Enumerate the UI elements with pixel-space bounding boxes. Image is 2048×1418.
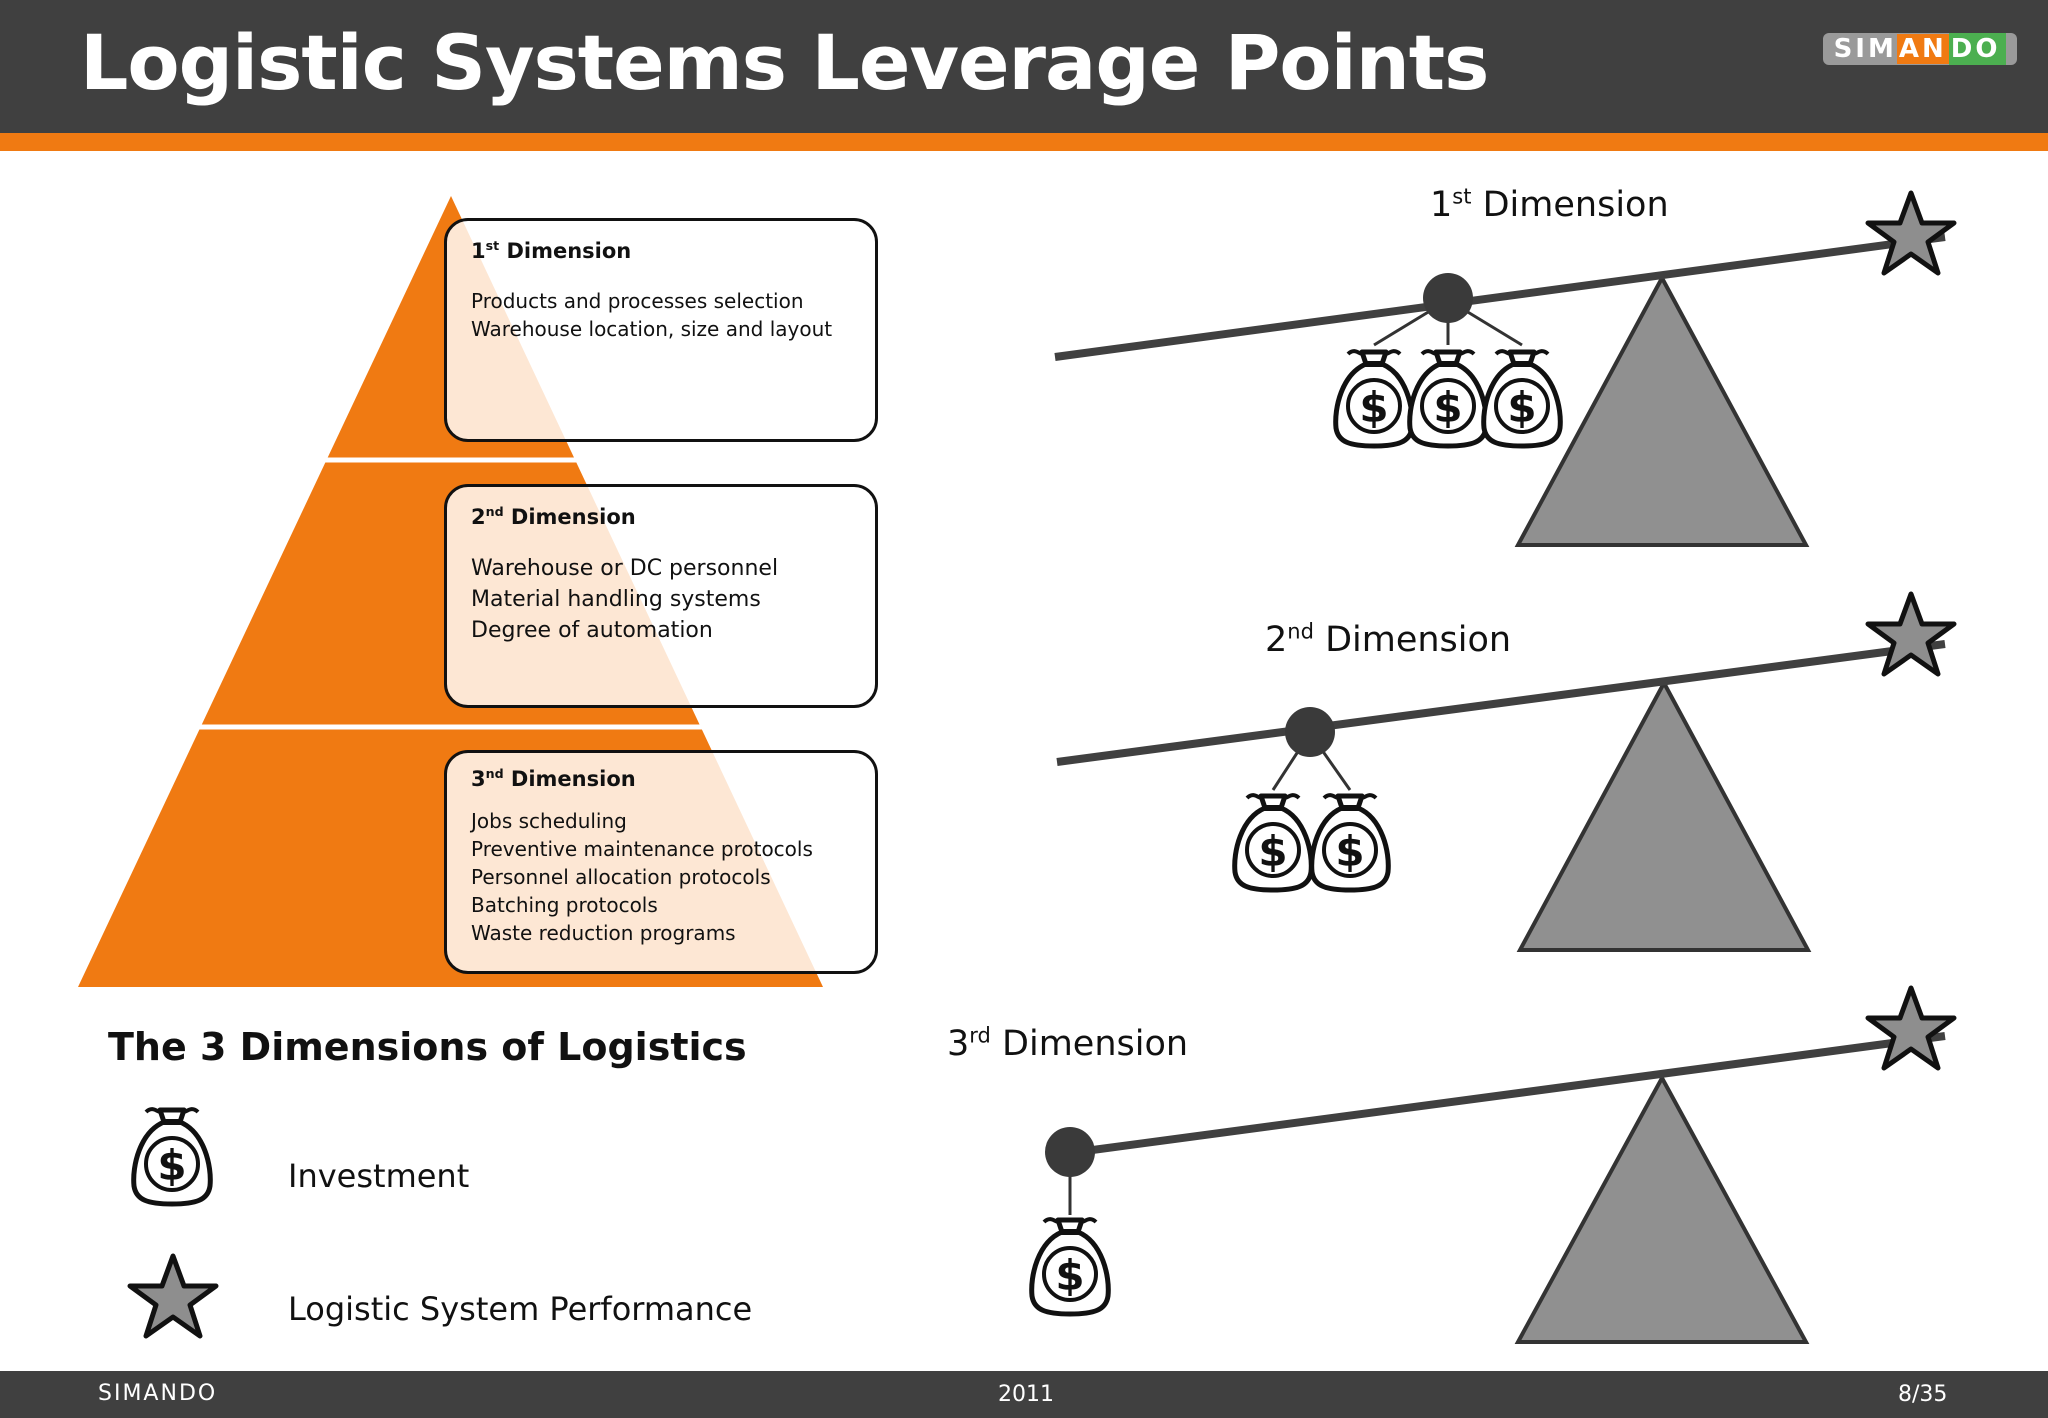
header-bar	[0, 0, 2048, 133]
dimension-item: Preventive maintenance protocols	[471, 837, 813, 861]
money-bag-icon	[1410, 351, 1487, 446]
weight-pivot-1	[1423, 273, 1473, 323]
lever-2	[1056, 594, 1954, 952]
footer-bar: SIMANDO 2011 8/35	[0, 1371, 2048, 1418]
fulcrum-2	[1516, 678, 1812, 952]
money-bag-icon	[1032, 1219, 1109, 1314]
weight-pivot-3	[1045, 1127, 1095, 1177]
legend-star-icon	[130, 1256, 216, 1336]
lever-label-2: 2nd Dimension	[1265, 619, 1512, 660]
dimension-item: Waste reduction programs	[471, 921, 736, 945]
dimension-box-2: 2nd Dimension Warehouse or DC personnel …	[444, 484, 878, 708]
legend-label-investment: Investment	[288, 1157, 470, 1195]
logo-part-1: SIM	[1833, 34, 1897, 64]
star-icon	[1868, 594, 1954, 674]
money-bag-icon	[1336, 351, 1413, 446]
dimension-item: Material handling systems	[471, 587, 761, 612]
page-number: 8/35	[1898, 1382, 1948, 1407]
money-bag-icon	[1484, 351, 1561, 446]
dimension-item: Warehouse or DC personnel	[471, 556, 779, 581]
fulcrum-1	[1514, 273, 1810, 547]
star-icon	[1868, 193, 1954, 273]
dimension-item: Jobs scheduling	[471, 809, 627, 833]
logo-part-2: AN	[1896, 34, 1949, 64]
beam-3	[1069, 1032, 1946, 1157]
lever-3	[1032, 988, 1954, 1344]
star-icon	[1868, 988, 1954, 1068]
header-accent-stripe	[0, 133, 2048, 151]
legend-money-bag-icon	[134, 1109, 211, 1204]
beam-1	[1054, 233, 1946, 361]
dimension-item: Products and processes selection	[471, 289, 804, 313]
money-bag-icon	[1312, 795, 1389, 890]
dimension-item: Warehouse location, size and layout	[471, 317, 833, 341]
lever-label-1: 1st Dimension	[1430, 184, 1669, 225]
dimension-box-1: 1st Dimension Products and processes sel…	[444, 218, 878, 442]
dimension-item: Degree of automation	[471, 618, 713, 643]
dimension-box-title: 3nd Dimension	[471, 766, 636, 791]
dimension-box-3: 3nd Dimension Jobs scheduling Preventive…	[444, 750, 878, 974]
legend-title: The 3 Dimensions of Logistics	[108, 1025, 747, 1069]
page-title: Logistic Systems Leverage Points	[80, 18, 1489, 107]
lever-label-3: 3rd Dimension	[947, 1023, 1189, 1064]
footer-brand: SIMANDO	[98, 1381, 218, 1406]
footer-year: 2011	[998, 1382, 1054, 1407]
money-bag-icon	[1235, 795, 1312, 890]
dimension-item: Personnel allocation protocols	[471, 865, 771, 889]
dimension-box-title: 2nd Dimension	[471, 504, 636, 529]
beam-2	[1056, 640, 1946, 766]
legend-label-performance: Logistic System Performance	[288, 1290, 753, 1328]
dimension-item: Batching protocols	[471, 893, 658, 917]
lever-1	[1054, 193, 1954, 547]
dimension-box-title: 1st Dimension	[471, 238, 632, 263]
weight-pivot-2	[1285, 707, 1335, 757]
fulcrum-3	[1514, 1073, 1810, 1344]
logo-part-3: DO	[1948, 33, 2007, 65]
